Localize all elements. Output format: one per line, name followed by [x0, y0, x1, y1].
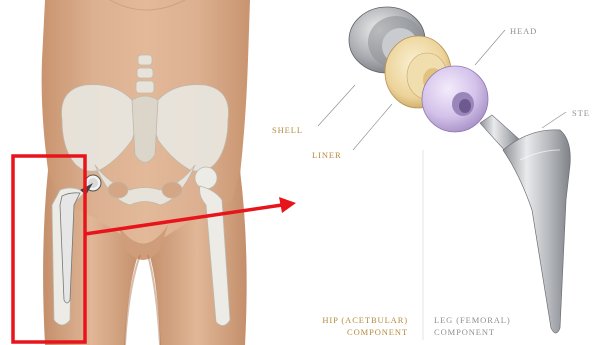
femoral-stem — [480, 115, 570, 333]
hip-component-label-line1: HIP (ACETBULAR) — [322, 315, 408, 325]
head-label: HEAD — [510, 26, 537, 36]
leg-component-label-line1: LEG (FEMORAL) — [434, 315, 511, 325]
stem-label: STE — [572, 108, 590, 118]
shell-label: SHELL — [272, 125, 303, 135]
leg-component-label-line2: COMPONENT — [434, 327, 495, 337]
liner-label: LINER — [312, 150, 342, 160]
femoral-head — [422, 66, 488, 132]
callout-arrowhead — [279, 197, 296, 213]
hip-component-label-line2: COMPONENT — [347, 327, 408, 337]
